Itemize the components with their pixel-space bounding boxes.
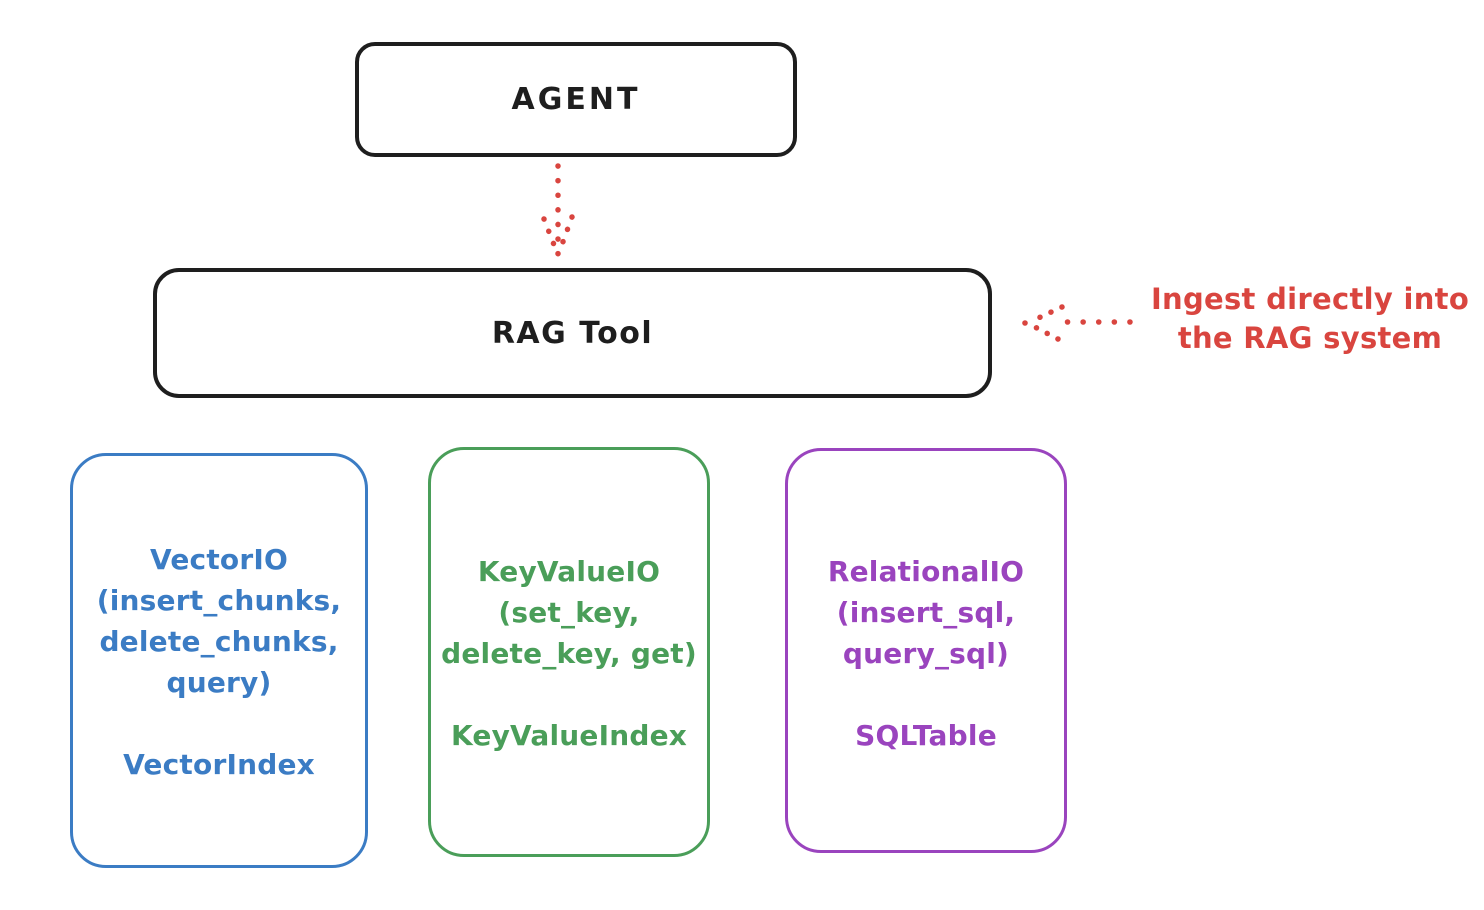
relational-io-methods-line2: query_sql) bbox=[842, 637, 1010, 670]
ingest-annotation-line2: the RAG system bbox=[1177, 321, 1443, 355]
vector-io-methods-line1: (insert_chunks, bbox=[96, 584, 342, 617]
ingest-annotation-line1: Ingest directly into bbox=[1150, 282, 1470, 316]
agent-label: AGENT bbox=[511, 82, 641, 117]
relational-io-box: RelationalIO (insert_sql, query_sql) SQL… bbox=[785, 448, 1067, 853]
key-value-io-methods-line2: delete_key, get) bbox=[441, 637, 697, 670]
annotation-to-rag-dotted-arrow-left-icon bbox=[1022, 304, 1133, 342]
ingest-annotation: Ingest directly into the RAG system bbox=[1140, 280, 1480, 358]
key-value-index-label: KeyValueIndex bbox=[450, 719, 688, 752]
vector-io-text: VectorIO (insert_chunks, delete_chunks, … bbox=[73, 539, 365, 785]
vector-io-box: VectorIO (insert_chunks, delete_chunks, … bbox=[70, 453, 368, 868]
vector-index-label: VectorIndex bbox=[123, 748, 315, 781]
relational-io-methods-line1: (insert_sql, bbox=[836, 596, 1016, 629]
vector-io-methods-line2: delete_chunks, bbox=[99, 625, 339, 658]
key-value-io-box: KeyValueIO (set_key, delete_key, get) Ke… bbox=[428, 447, 710, 857]
agent-to-rag-dotted-arrow-down-icon bbox=[541, 163, 575, 259]
spacer bbox=[431, 674, 707, 715]
rag-tool-label: RAG Tool bbox=[491, 315, 654, 351]
spacer bbox=[73, 703, 365, 744]
key-value-io-text: KeyValueIO (set_key, delete_key, get) Ke… bbox=[431, 551, 707, 756]
sql-table-label: SQLTable bbox=[855, 719, 997, 752]
relational-io-title: RelationalIO bbox=[827, 555, 1025, 588]
spacer bbox=[788, 674, 1064, 715]
vector-io-methods-line3: query) bbox=[166, 666, 272, 699]
relational-io-text: RelationalIO (insert_sql, query_sql) SQL… bbox=[788, 551, 1064, 756]
agent-node: AGENT bbox=[355, 42, 797, 157]
vector-io-title: VectorIO bbox=[150, 543, 288, 576]
key-value-io-methods-line1: (set_key, bbox=[498, 596, 640, 629]
rag-tool-node: RAG Tool bbox=[153, 268, 992, 398]
key-value-io-title: KeyValueIO bbox=[477, 555, 661, 588]
